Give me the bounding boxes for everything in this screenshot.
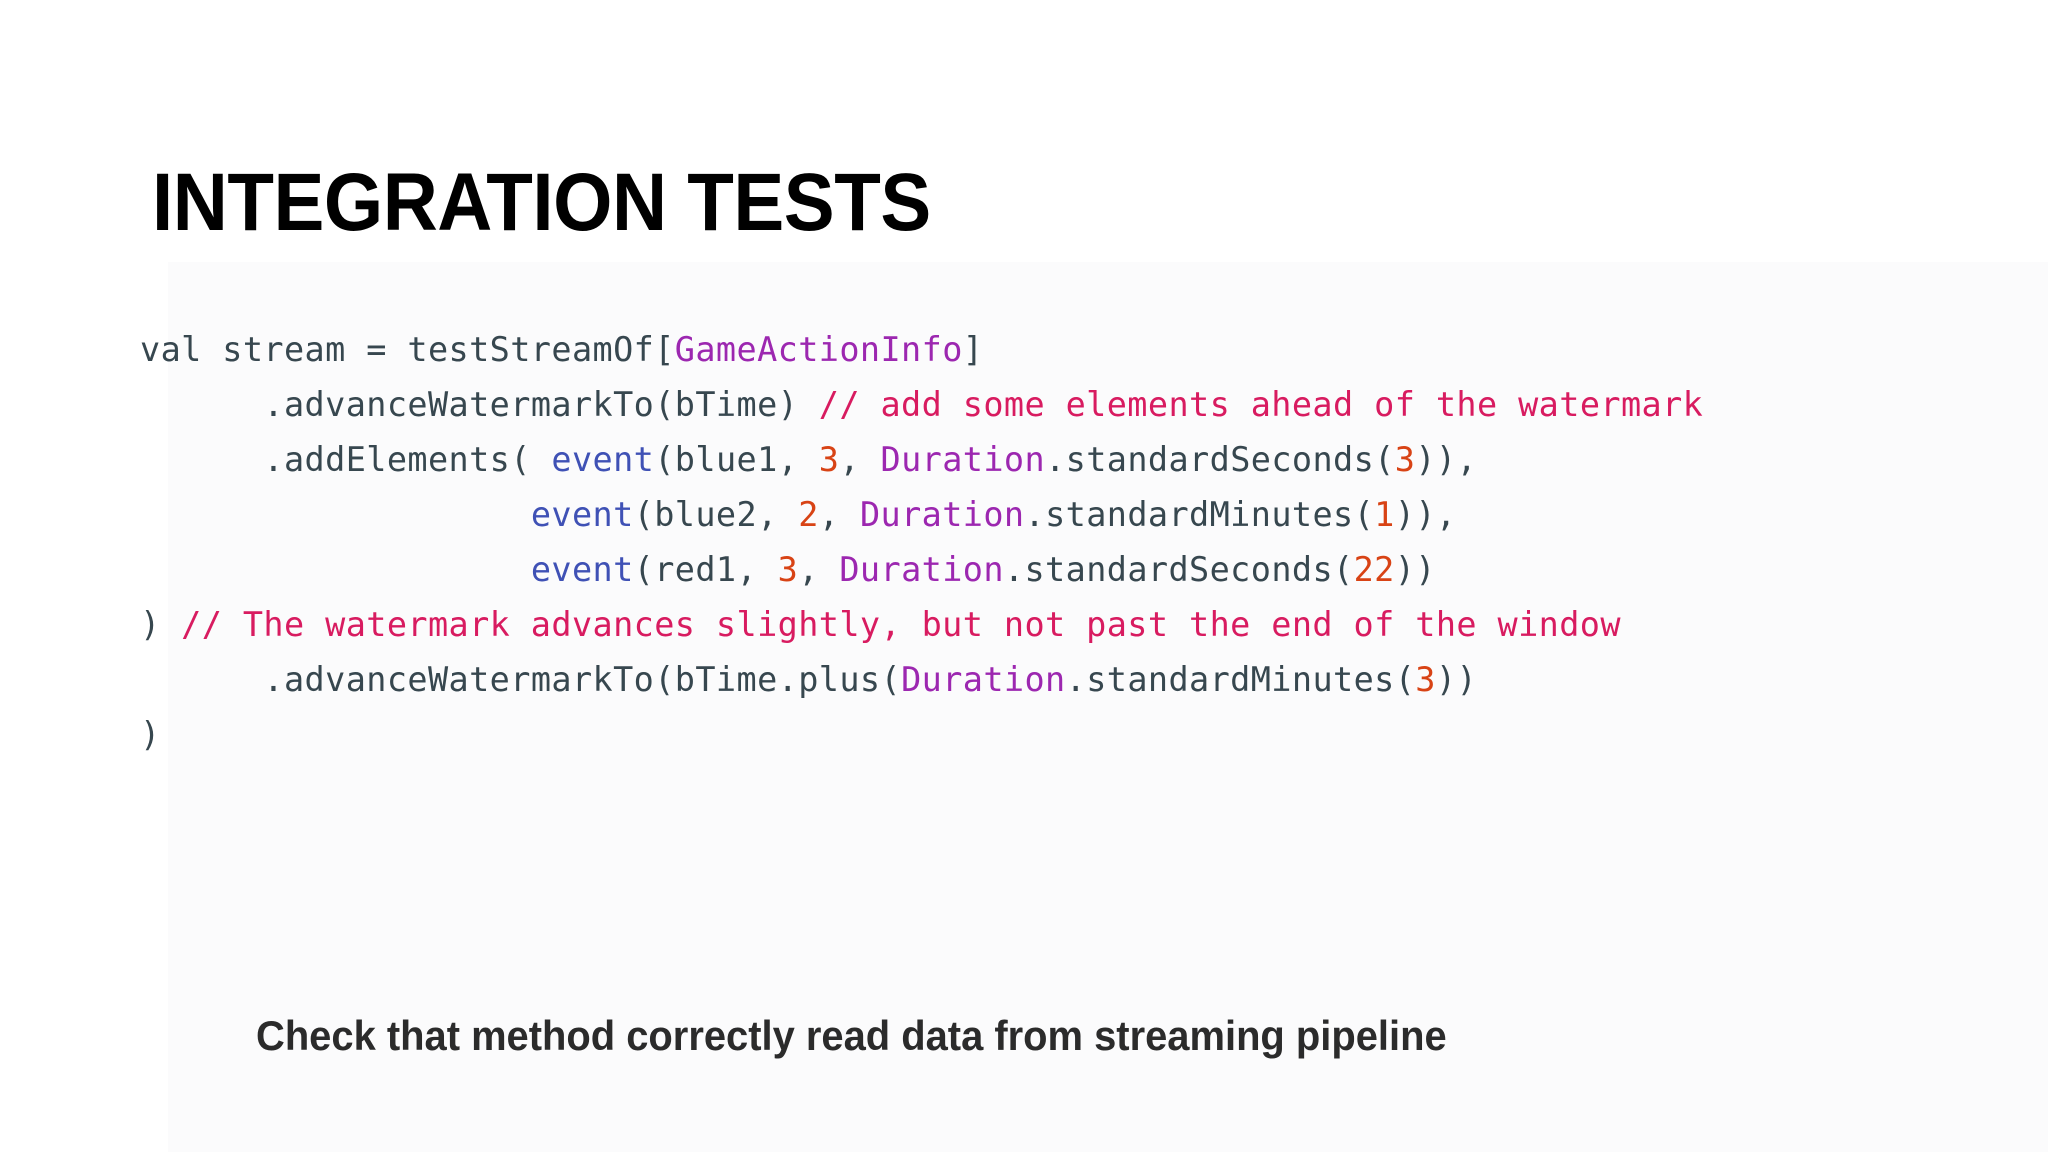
code-token-function: event <box>530 549 634 589</box>
code-token-plain: (red1, <box>633 549 778 589</box>
code-token-plain: , <box>839 439 881 479</box>
code-token-plain <box>140 495 531 534</box>
code-token-plain: (blue2, <box>633 494 799 534</box>
code-token-type: Duration <box>901 659 1066 699</box>
code-token-plain: ) <box>140 714 161 754</box>
page-title: INTEGRATION TESTS <box>152 156 931 248</box>
code-token-plain: val stream = testStreamOf[ <box>140 329 675 369</box>
code-line: event(red1, 3, Duration.standardSeconds(… <box>140 542 2040 597</box>
code-token-number: 3 <box>1415 659 1436 699</box>
code-line: event(blue2, 2, Duration.standardMinutes… <box>140 487 2040 542</box>
code-token-plain: .standardSeconds( <box>1003 549 1354 589</box>
code-token-comment: // The watermark advances slightly, but … <box>181 604 1621 644</box>
code-token-number: 2 <box>798 494 819 534</box>
code-token-plain: )), <box>1394 494 1457 534</box>
code-token-function: event <box>530 494 634 534</box>
code-line: .addElements( event(blue1, 3, Duration.s… <box>140 432 2040 487</box>
code-token-plain: (blue1, <box>654 439 819 479</box>
code-token-plain: .advanceWatermarkTo(bTime) <box>140 384 819 424</box>
code-line: .advanceWatermarkTo(bTime.plus(Duration.… <box>140 652 2040 707</box>
code-token-number: 3 <box>777 549 799 589</box>
code-token-type: Duration <box>880 439 1046 479</box>
code-token-comment: // add some elements ahead of the waterm… <box>818 384 1704 424</box>
code-token-type: GameActionInfo <box>674 329 963 369</box>
code-token-plain: .standardMinutes( <box>1065 659 1416 699</box>
code-line: .advanceWatermarkTo(bTime) // add some e… <box>140 377 2040 432</box>
code-token-plain <box>140 550 531 589</box>
code-token-number: 1 <box>1374 494 1395 534</box>
code-token-plain: )), <box>1415 439 1478 479</box>
code-token-plain: .addElements( <box>140 439 552 479</box>
code-token-type: Duration <box>859 494 1025 534</box>
code-token-number: 3 <box>818 439 840 479</box>
code-line: ) // The watermark advances slightly, bu… <box>140 597 2040 652</box>
code-line: val stream = testStreamOf[GameActionInfo… <box>140 322 2040 377</box>
code-token-plain: , <box>818 494 860 534</box>
code-token-number: 22 <box>1353 549 1395 589</box>
code-token-plain: , <box>798 549 840 589</box>
slide-caption: Check that method correctly read data fr… <box>256 1012 1447 1059</box>
code-token-type: Duration <box>839 549 1004 589</box>
code-token-plain: .standardSeconds( <box>1045 439 1395 479</box>
code-token-function: event <box>551 439 655 479</box>
code-token-plain: )) <box>1394 549 1436 589</box>
code-token-plain: ] <box>962 329 984 369</box>
code-panel-background <box>168 262 2048 1152</box>
code-token-number: 3 <box>1394 439 1416 479</box>
code-token-plain: .standardMinutes( <box>1024 494 1375 534</box>
code-line: ) <box>140 707 2040 762</box>
code-token-plain: .advanceWatermarkTo(bTime.plus( <box>140 659 902 699</box>
code-listing: val stream = testStreamOf[GameActionInfo… <box>140 322 2040 762</box>
code-token-plain: )) <box>1435 659 1478 699</box>
code-token-plain: ) <box>140 604 182 644</box>
